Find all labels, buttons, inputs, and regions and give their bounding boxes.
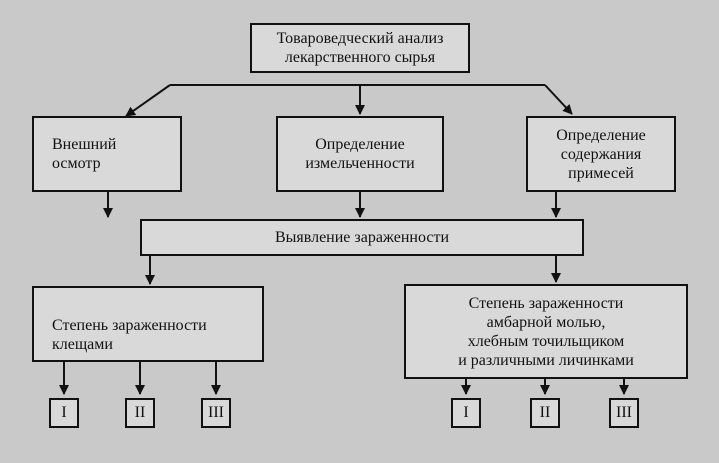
level-2-mites: II xyxy=(125,398,155,428)
level-2-pests: II xyxy=(530,398,560,428)
node-mites-infestation-degree: Степень зараженности клещами xyxy=(32,286,264,362)
level-3-pests: III xyxy=(609,398,639,428)
arrow-to-impurities xyxy=(544,84,573,115)
level-1-pests: I xyxy=(451,398,481,428)
level-3-mites: III xyxy=(201,398,231,428)
level-1-mites: I xyxy=(49,398,79,428)
node-visual-inspection: Внешний осмотр xyxy=(32,116,182,192)
node-pests-infestation-degree: Степень зараженности амбарной молью, хле… xyxy=(404,284,688,379)
arrow-to-visual-inspection xyxy=(125,84,171,117)
node-grinding-determination: Определение измельченности xyxy=(276,116,444,192)
node-impurities-determination: Определение содержания примесей xyxy=(526,116,676,192)
node-infestation-detection: Выявление зараженности xyxy=(140,219,584,256)
node-root: Товароведческий анализ лекарственного сы… xyxy=(250,23,470,73)
